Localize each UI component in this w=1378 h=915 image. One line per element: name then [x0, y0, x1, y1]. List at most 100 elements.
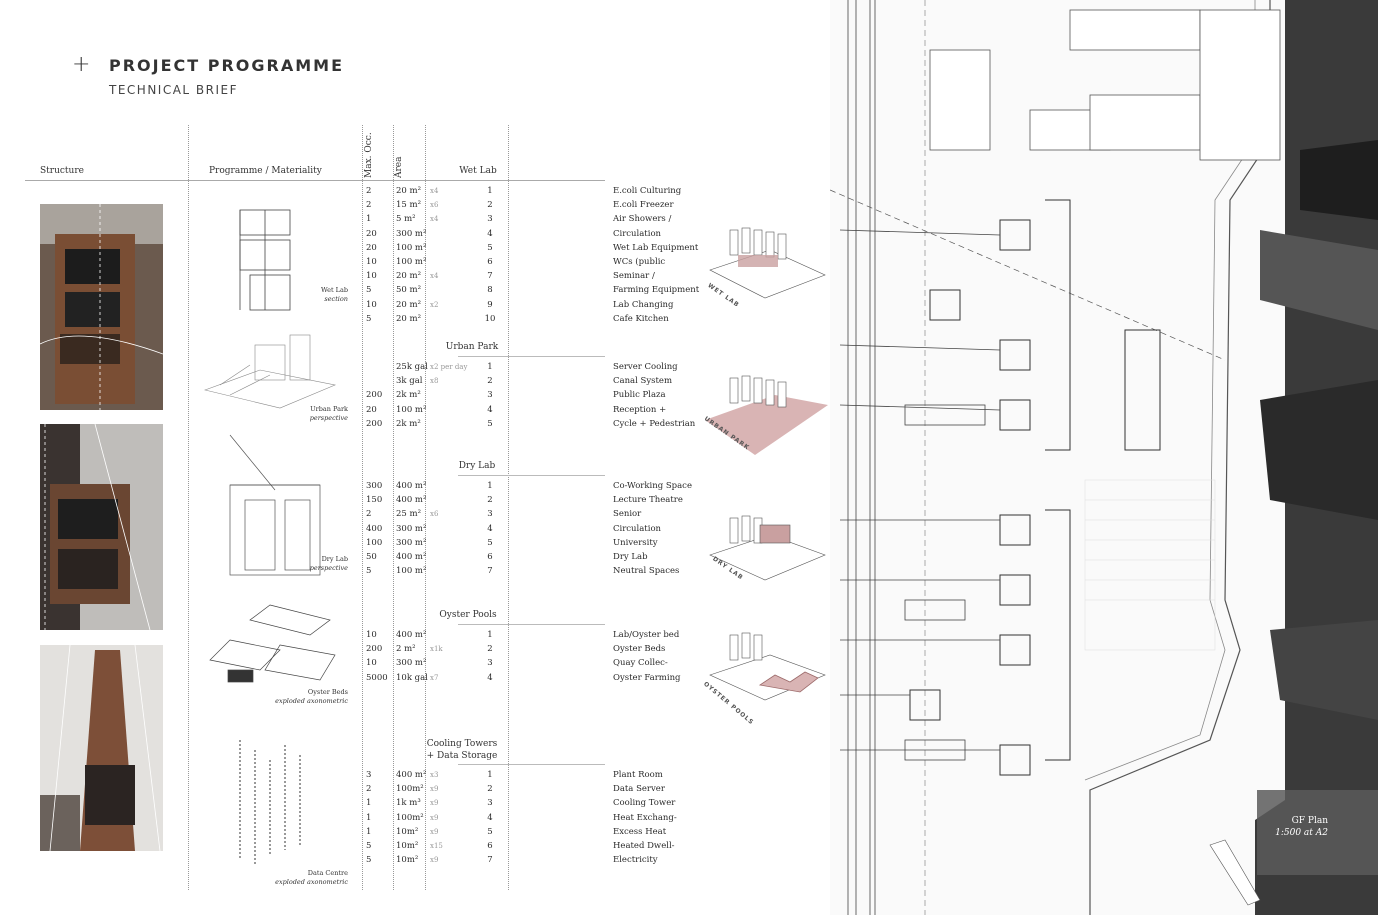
- room-number-cell: 4: [487, 404, 493, 415]
- dry-lab-perspective-sketch: [229, 434, 321, 576]
- room-name-cell: Canal System: [613, 376, 673, 387]
- room-name-cell: Dry Lab: [613, 552, 648, 562]
- area-cell: 2 m²: [396, 644, 416, 655]
- room-name-cell: Server Cooling: [613, 362, 678, 372]
- data-centre-structure-photo: [40, 645, 163, 851]
- area-cell: 2k m²: [396, 390, 421, 401]
- plan-caption: GF Plan 1:500 at A2: [1275, 815, 1328, 839]
- section-title-oyster-pools: Oyster Pools: [439, 610, 497, 620]
- divider: [508, 125, 509, 890]
- max-occ-cell: 150: [366, 495, 383, 506]
- area-cell: 100 m²: [396, 566, 427, 577]
- area-cell: 100m²: [396, 784, 424, 795]
- max-occ-cell: 10: [366, 658, 377, 669]
- max-occ-cell: 300: [366, 481, 383, 491]
- room-name-cell: Quay Collec-: [613, 658, 668, 669]
- area-cell: 2k m²: [396, 418, 421, 429]
- multiplier-cell: x9: [430, 785, 439, 794]
- urban-park-axo-diagram: [705, 375, 828, 455]
- room-name-cell: E.coli Freezer: [613, 200, 674, 211]
- max-occ-cell: 5: [366, 285, 372, 296]
- room-name-cell: Circulation: [613, 523, 662, 534]
- header-rule: [25, 180, 605, 181]
- room-number-cell: 7: [487, 566, 493, 577]
- room-name-cell: Cafe Kitchen: [613, 313, 669, 324]
- max-occ-cell: 50: [366, 552, 377, 562]
- multiplier-cell: x15: [430, 842, 443, 850]
- max-occ-cell: 5: [366, 855, 372, 866]
- room-number-cell: 3: [487, 214, 493, 225]
- max-occ-cell: 20: [366, 228, 377, 239]
- room-name-cell: Oyster Beds: [613, 644, 666, 655]
- area-cell: 5 m²: [396, 214, 416, 225]
- room-name-cell: Excess Heat: [613, 826, 667, 837]
- room-number-cell: 4: [487, 812, 493, 823]
- area-cell: 50 m²: [396, 285, 421, 296]
- room-number-cell: 1: [487, 481, 493, 491]
- max-occ-cell: 200: [366, 644, 383, 655]
- room-name-cell: Co-Working Space: [613, 481, 692, 491]
- room-name-cell: Data Server: [613, 784, 665, 795]
- max-occ-cell: 200: [366, 390, 383, 401]
- area-cell: 25 m²: [396, 509, 421, 520]
- area-cell: 10k gal: [396, 672, 428, 683]
- area-cell: 100 m²: [396, 242, 427, 253]
- data-centre-axo-sketch: [239, 740, 301, 865]
- area-cell: 400 m²: [396, 770, 427, 780]
- room-number-cell: 3: [487, 390, 493, 401]
- room-number-cell: 7: [487, 271, 493, 282]
- divider: [425, 125, 426, 890]
- area-cell: 300 m²: [396, 228, 427, 239]
- section-title-data-storage: + Data Storage: [426, 751, 498, 761]
- room-name-cell: Cooling Tower: [613, 798, 676, 809]
- multiplier-cell: x3: [430, 771, 439, 779]
- max-occ-cell: 20: [366, 404, 377, 415]
- room-number-cell: 5: [487, 242, 493, 253]
- max-occ-cell: 2: [366, 186, 372, 196]
- room-name-cell: Farming Equipment: [613, 285, 700, 296]
- wet-lab-axo-diagram: [709, 227, 826, 299]
- col-structure: Structure: [40, 166, 84, 176]
- multiplier-cell: x6: [430, 201, 439, 210]
- area-cell: 20 m²: [396, 186, 421, 196]
- area-cell: 300 m²: [396, 523, 427, 534]
- room-name-cell: Oyster Farming: [613, 672, 681, 683]
- room-name-cell: Wet Lab Equipment: [613, 242, 699, 253]
- room-name-cell: Lecture Theatre: [613, 495, 683, 506]
- room-number-cell: 4: [487, 523, 493, 534]
- room-number-cell: 10: [484, 313, 496, 324]
- room-number-cell: 6: [487, 552, 493, 562]
- col-programme: Programme / Materiality: [209, 166, 322, 176]
- area-cell: 20 m²: [396, 313, 421, 324]
- section-rule: [458, 764, 605, 765]
- room-name-cell: Heated Dwell-: [613, 841, 675, 851]
- max-occ-cell: 5000: [366, 672, 388, 683]
- divider: [393, 125, 394, 890]
- divider: [362, 125, 363, 890]
- multiplier-cell: x9: [430, 799, 439, 808]
- wet-lab-structure-photo: [40, 204, 163, 410]
- max-occ-cell: 5: [366, 313, 372, 324]
- max-occ-cell: 2: [366, 784, 372, 795]
- room-number-cell: 2: [487, 495, 493, 506]
- multiplier-cell: x4: [430, 272, 439, 281]
- area-cell: 20 m²: [396, 271, 421, 282]
